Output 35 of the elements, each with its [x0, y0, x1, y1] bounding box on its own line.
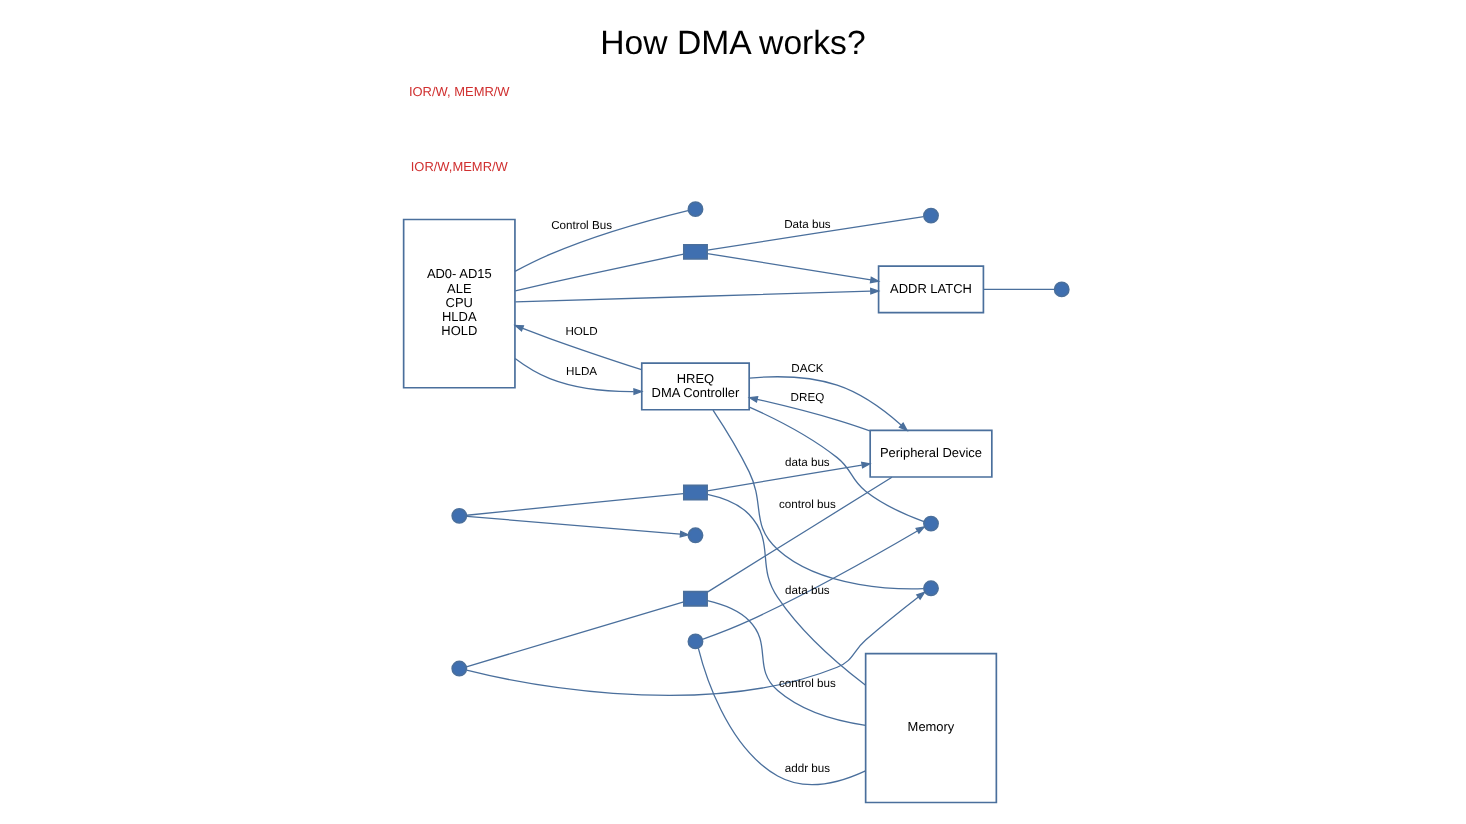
node-circle: [923, 207, 939, 224]
connector: [514, 253, 685, 292]
connector: [697, 647, 867, 786]
connector: [706, 493, 866, 686]
connector: [748, 406, 925, 523]
connector: [706, 476, 893, 593]
connector: [706, 599, 867, 726]
arrow: [701, 525, 926, 641]
node-box: [683, 243, 708, 260]
connector: [466, 493, 684, 516]
arrow: [466, 515, 691, 538]
node-box: [683, 484, 708, 501]
arrow: [748, 376, 909, 432]
connector: [712, 409, 925, 590]
arrow: [513, 324, 643, 371]
node-circle: [687, 633, 704, 650]
arrow: [706, 461, 872, 492]
connector: [983, 288, 1055, 291]
node-circle: [451, 660, 468, 677]
arrow: [747, 395, 871, 432]
arrow: [514, 357, 644, 396]
node-circle: [687, 201, 704, 218]
node-box: [683, 590, 708, 607]
node-circle: [923, 580, 939, 597]
arrow: [466, 591, 927, 696]
node-circle: [451, 507, 468, 524]
diagram-title: How DMA works?: [600, 23, 866, 62]
connector: [706, 215, 925, 251]
connector: [514, 209, 689, 273]
node-circle: [1053, 281, 1070, 298]
node-circle: [923, 515, 939, 532]
node-circle: [687, 527, 704, 544]
connector: [465, 601, 685, 668]
arrow: [706, 252, 881, 284]
arrow: [514, 287, 881, 303]
